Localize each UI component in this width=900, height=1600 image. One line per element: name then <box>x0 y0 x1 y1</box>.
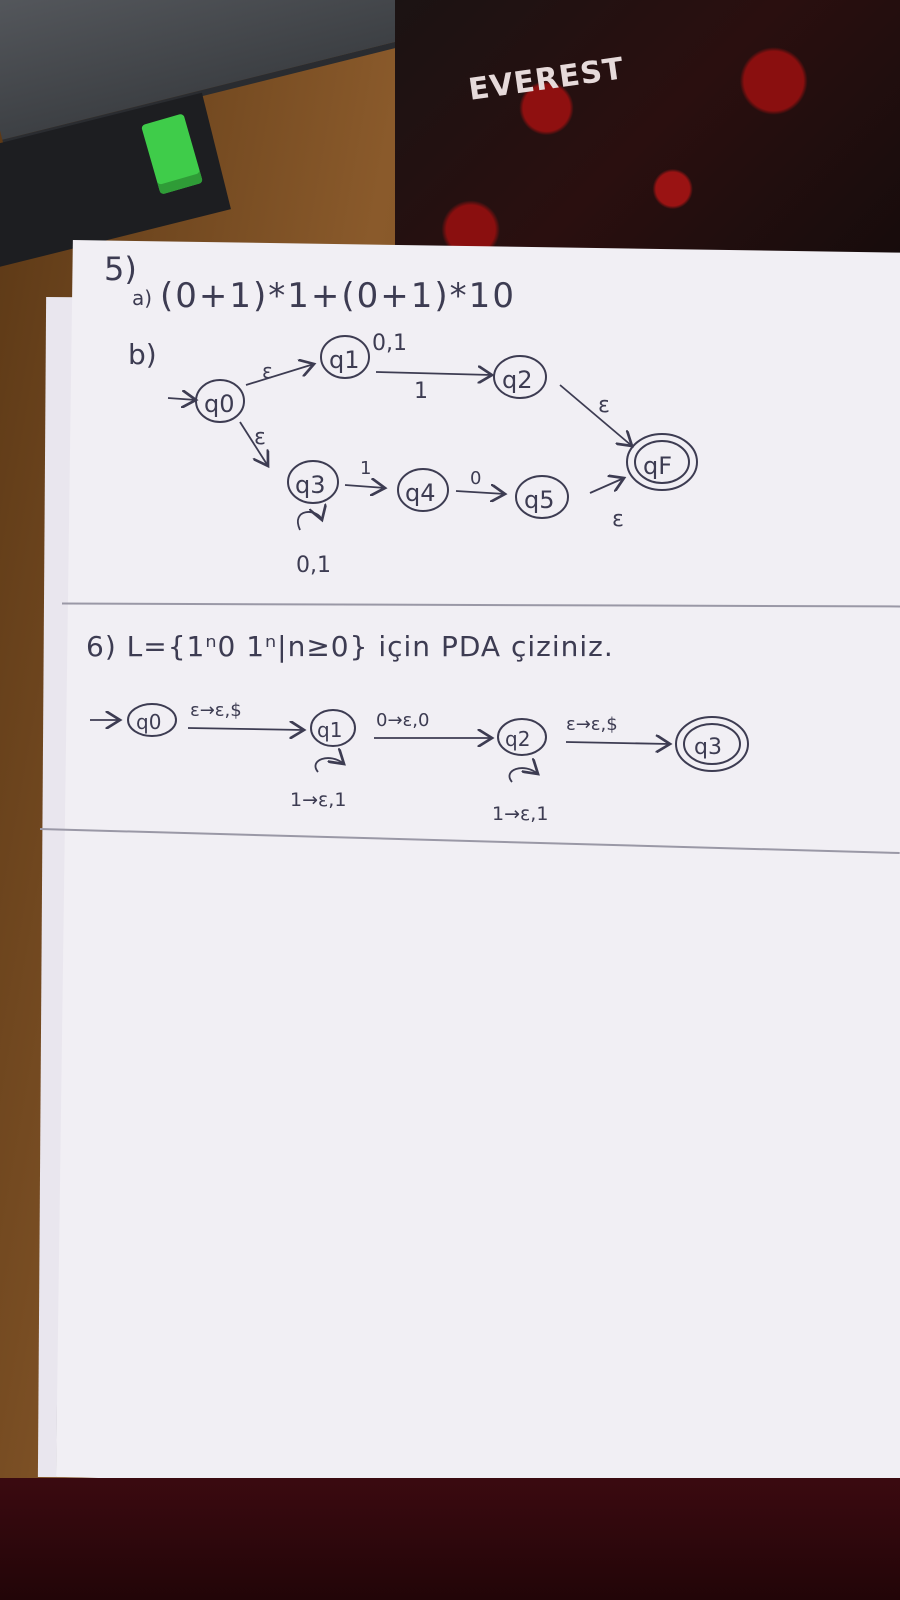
nfa-state-q5-label: q5 <box>524 486 555 514</box>
pda-label-q1-q2: 0→ε,0 <box>376 710 429 731</box>
nfa-edge-q3-q4 <box>344 485 385 488</box>
nfa-state-q1-label: q1 <box>329 346 360 374</box>
pda-state-q3-label: q3 <box>694 735 722 760</box>
pda-state-q2-label: q2 <box>505 727 530 751</box>
problem5-number: 5) <box>104 250 137 288</box>
nfa-label-q5-qF: ε <box>612 507 624 532</box>
nfa-edge-q0-q3 <box>239 421 268 466</box>
nfa-state-qF-outer <box>626 433 698 491</box>
nfa-edge-q1-q2 <box>375 372 492 375</box>
pda-loop-q1 <box>314 758 344 773</box>
pda-edge-q2-q3 <box>565 742 670 744</box>
pda-state-q1 <box>310 709 356 747</box>
nfa-state-q4 <box>397 468 449 512</box>
nfa-edge-q0-q1 <box>245 364 314 386</box>
mousepad <box>395 0 900 270</box>
nfa-state-q3-label: q3 <box>295 471 326 499</box>
nfa-state-q1 <box>320 335 370 379</box>
pda-state-q0 <box>127 703 177 737</box>
nfa-label-q4-q5: 0 <box>470 468 481 489</box>
pda-state-q0-label: q0 <box>136 710 161 734</box>
nfa-state-q4-label: q4 <box>405 479 436 507</box>
problem6-statement: 6) L={1ⁿ0 1ⁿ|n≥0} için PDA çiziniz. <box>86 630 614 663</box>
pda-state-q1-label: q1 <box>317 718 342 742</box>
nfa-state-qF-inner <box>634 440 690 484</box>
nfa-state-q3 <box>287 460 339 504</box>
problem5-part-a-label: a) <box>132 286 153 310</box>
nfa-label-q2-qF: ε <box>598 393 610 418</box>
nfa-diagram: q0 q1 q2 qF q3 q4 q5 ε 0,1 1 ε ε <box>167 331 698 578</box>
bottom-cloth <box>0 1478 900 1600</box>
problem5-part-b-label: b) <box>128 338 157 371</box>
pda-label-q1-loop: 1→ε,1 <box>290 789 346 811</box>
pda-edge-q0-q1 <box>187 728 304 730</box>
pda-label-q2-loop: 1→ε,1 <box>492 803 548 825</box>
pda-loop-q2 <box>508 768 538 783</box>
nfa-state-q0-label: q0 <box>204 390 235 418</box>
nfa-edge-q2-qF <box>559 384 632 446</box>
paper-sheet <box>56 240 900 1502</box>
pda-label-q0-q1: ε→ε,$ <box>190 700 242 721</box>
nfa-start-arrow <box>167 398 196 400</box>
nfa-edge-q4-q5 <box>455 491 505 494</box>
nfa-label-q1-q2: 1 <box>414 379 428 404</box>
pda-state-q2 <box>497 718 547 756</box>
nfa-state-qF-label: qF <box>643 452 672 480</box>
pda-diagram: q0 q1 q2 q3 ε→ε,$ 0→ε,0 ε→ε,$ 1→ε,1 1→ε,… <box>90 700 749 825</box>
nfa-label-q0-q1: ε <box>262 359 273 383</box>
nfa-state-q5 <box>515 475 569 519</box>
nfa-state-q2-label: q2 <box>502 366 533 394</box>
nfa-label-q3-loop: 0,1 <box>296 553 331 578</box>
pda-state-q3-inner <box>683 723 741 765</box>
nfa-label-q3-q4: 1 <box>360 458 371 479</box>
nfa-state-q0 <box>195 379 245 423</box>
nfa-label-q0-q3: ε <box>254 425 266 450</box>
nfa-loop-q3 <box>297 512 322 531</box>
nfa-label-q1-loop: 0,1 <box>372 331 407 356</box>
nfa-edge-q5-qF <box>589 478 624 494</box>
problem5-part-a-expression: (0+1)*1+(0+1)*10 <box>160 276 516 316</box>
pda-label-q2-q3: ε→ε,$ <box>566 714 618 735</box>
pda-state-q3-outer <box>675 716 749 772</box>
